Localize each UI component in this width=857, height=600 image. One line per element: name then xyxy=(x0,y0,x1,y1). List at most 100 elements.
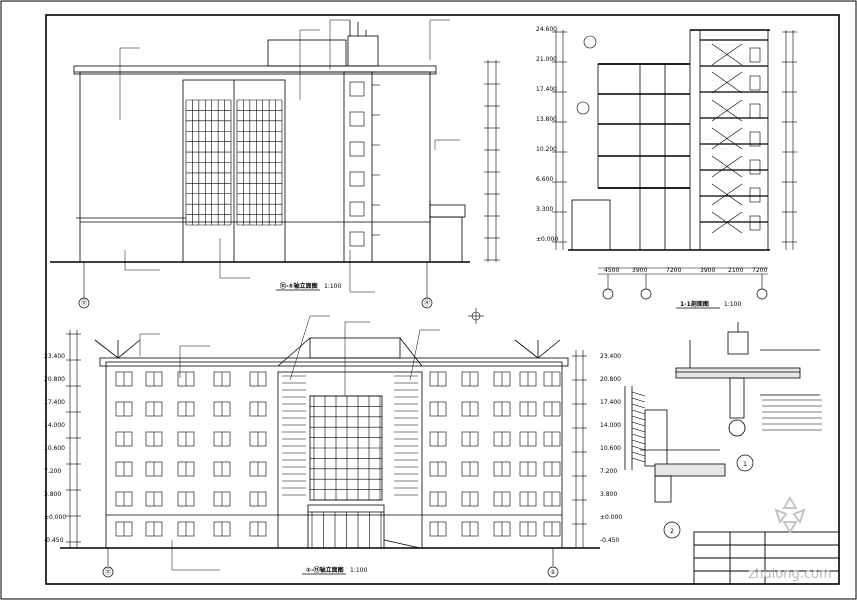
sheet-inner-frame xyxy=(45,14,840,585)
front-elevation-annotations xyxy=(139,315,440,571)
section-title: 1-1剖面图 1:100 xyxy=(676,300,741,309)
section-window xyxy=(749,159,761,175)
stair-flight-up xyxy=(711,43,743,66)
front-level-label-right: 14.000 xyxy=(600,422,621,429)
section-window xyxy=(749,75,761,91)
section-window xyxy=(749,47,761,63)
side-elevation-annotations xyxy=(119,19,460,293)
detail-hatch-line xyxy=(631,445,646,451)
front-level-label-right: 7.200 xyxy=(600,468,617,475)
front-level-label-left: 17.400 xyxy=(44,399,65,406)
detail-2-view xyxy=(624,386,726,503)
section-dim-label: 3900 xyxy=(632,267,647,274)
title-block xyxy=(693,531,840,585)
stair-flight-up xyxy=(711,71,743,94)
side-axis-right: Ⓐ xyxy=(421,262,433,309)
side-elevation-wing-windows xyxy=(349,81,380,247)
section-scale: 1:100 xyxy=(724,301,741,308)
front-axis-left-label: ⑪ xyxy=(105,568,111,576)
section-level-label: ±0.000 xyxy=(536,236,558,243)
stair-flight-up xyxy=(711,183,743,206)
front-level-label-left: 10.600 xyxy=(44,445,65,452)
section-axis-bubble xyxy=(602,288,614,300)
section-level-strip-left xyxy=(555,30,564,250)
front-axis-right-label: ① xyxy=(550,569,555,576)
front-level-label-left: 14.000 xyxy=(44,422,65,429)
detail-hatch-line xyxy=(631,457,646,463)
detail-hatch-line xyxy=(631,427,646,433)
watermark: zhulong.com xyxy=(748,496,832,582)
front-elevation-windows xyxy=(115,371,561,537)
detail-hatch-line xyxy=(631,409,646,415)
section-level-label: 24.600 xyxy=(536,26,557,33)
detail-hatch-line xyxy=(631,451,646,457)
detail-bubble-2-label: 2 xyxy=(670,528,674,535)
section-window xyxy=(749,187,761,203)
section-level-ticks: 24.60021.00017.40013.80010.2006.6003.300… xyxy=(536,26,797,243)
front-level-label-left: 3.800 xyxy=(44,491,61,498)
wing-window xyxy=(349,171,365,187)
detail-hatch-line xyxy=(631,391,646,397)
section-floor-slabs xyxy=(598,39,768,223)
front-elevation-title-text: ①-⑪轴立面图 xyxy=(306,566,344,574)
detail-hatch-line xyxy=(631,439,646,445)
stair-flight-up xyxy=(711,127,743,150)
front-elevation-curtain-wall xyxy=(282,375,418,501)
section-level-label: 21.000 xyxy=(536,56,557,63)
side-axis-right-label: Ⓐ xyxy=(424,299,430,307)
front-level-label-left: 7.200 xyxy=(44,468,61,475)
section-dim-label: 2100 xyxy=(728,267,743,274)
stair-flight-up xyxy=(711,211,743,234)
wing-window xyxy=(349,141,365,157)
side-elevation-scale: 1:100 xyxy=(324,283,341,290)
front-elevation-scale: 1:100 xyxy=(350,567,367,574)
detail-1-view xyxy=(675,322,820,437)
section-level-label: 17.400 xyxy=(536,86,557,93)
section-window xyxy=(749,103,761,119)
front-level-label-left: ±0.000 xyxy=(44,514,66,521)
front-level-label-right: 17.400 xyxy=(600,399,621,406)
front-level-label-left: 23.400 xyxy=(44,353,65,360)
section-dim-label: 3900 xyxy=(700,267,715,274)
front-level-label-right: -0.450 xyxy=(600,537,620,544)
section-level-strip-right xyxy=(785,30,794,250)
front-level-ticks xyxy=(66,333,587,549)
wing-window xyxy=(349,231,365,247)
section-dim-label: 7200 xyxy=(752,267,767,274)
crosshair-marker xyxy=(468,308,484,324)
section-level-label: 13.800 xyxy=(536,116,557,123)
front-level-label-right: 10.600 xyxy=(600,445,621,452)
section-level-label: 10.200 xyxy=(536,146,557,153)
side-elevation-curtain-grid xyxy=(185,99,283,226)
front-level-label-right: ±0.000 xyxy=(600,514,622,521)
detail-hatch-line xyxy=(631,397,646,403)
front-elevation-entrance-doors xyxy=(311,512,382,548)
front-level-label-left: -0.450 xyxy=(44,537,64,544)
side-elevation-title-text: ⑪-⑤轴立面图 xyxy=(280,282,318,290)
wing-window xyxy=(349,81,365,97)
stair-flight-up xyxy=(711,155,743,178)
front-elevation-title: ①-⑪轴立面图 1:100 xyxy=(302,566,367,575)
side-axis-left: ⑪ xyxy=(78,262,90,309)
section-dimension-line xyxy=(598,267,768,275)
detail-1-notes xyxy=(762,399,822,431)
detail-hatch-line xyxy=(631,421,646,427)
front-level-label-right: 23.400 xyxy=(600,353,621,360)
side-elevation-level-ticks xyxy=(484,61,500,261)
section-window xyxy=(749,131,761,147)
section-axis-bubbles xyxy=(602,274,768,300)
side-elevation-level-strip xyxy=(487,60,497,262)
side-axis-left-label: ⑪ xyxy=(81,299,87,307)
section-view xyxy=(568,29,770,251)
front-level-strip-right xyxy=(575,350,584,548)
front-axis-left: ⑪ xyxy=(102,548,114,578)
section-level-label: 6.600 xyxy=(536,176,553,183)
section-window xyxy=(749,215,761,231)
front-level-label-right: 20.800 xyxy=(600,376,621,383)
wing-window xyxy=(349,111,365,127)
front-level-strip-left xyxy=(69,330,78,548)
detail-2-hatch xyxy=(631,391,646,463)
